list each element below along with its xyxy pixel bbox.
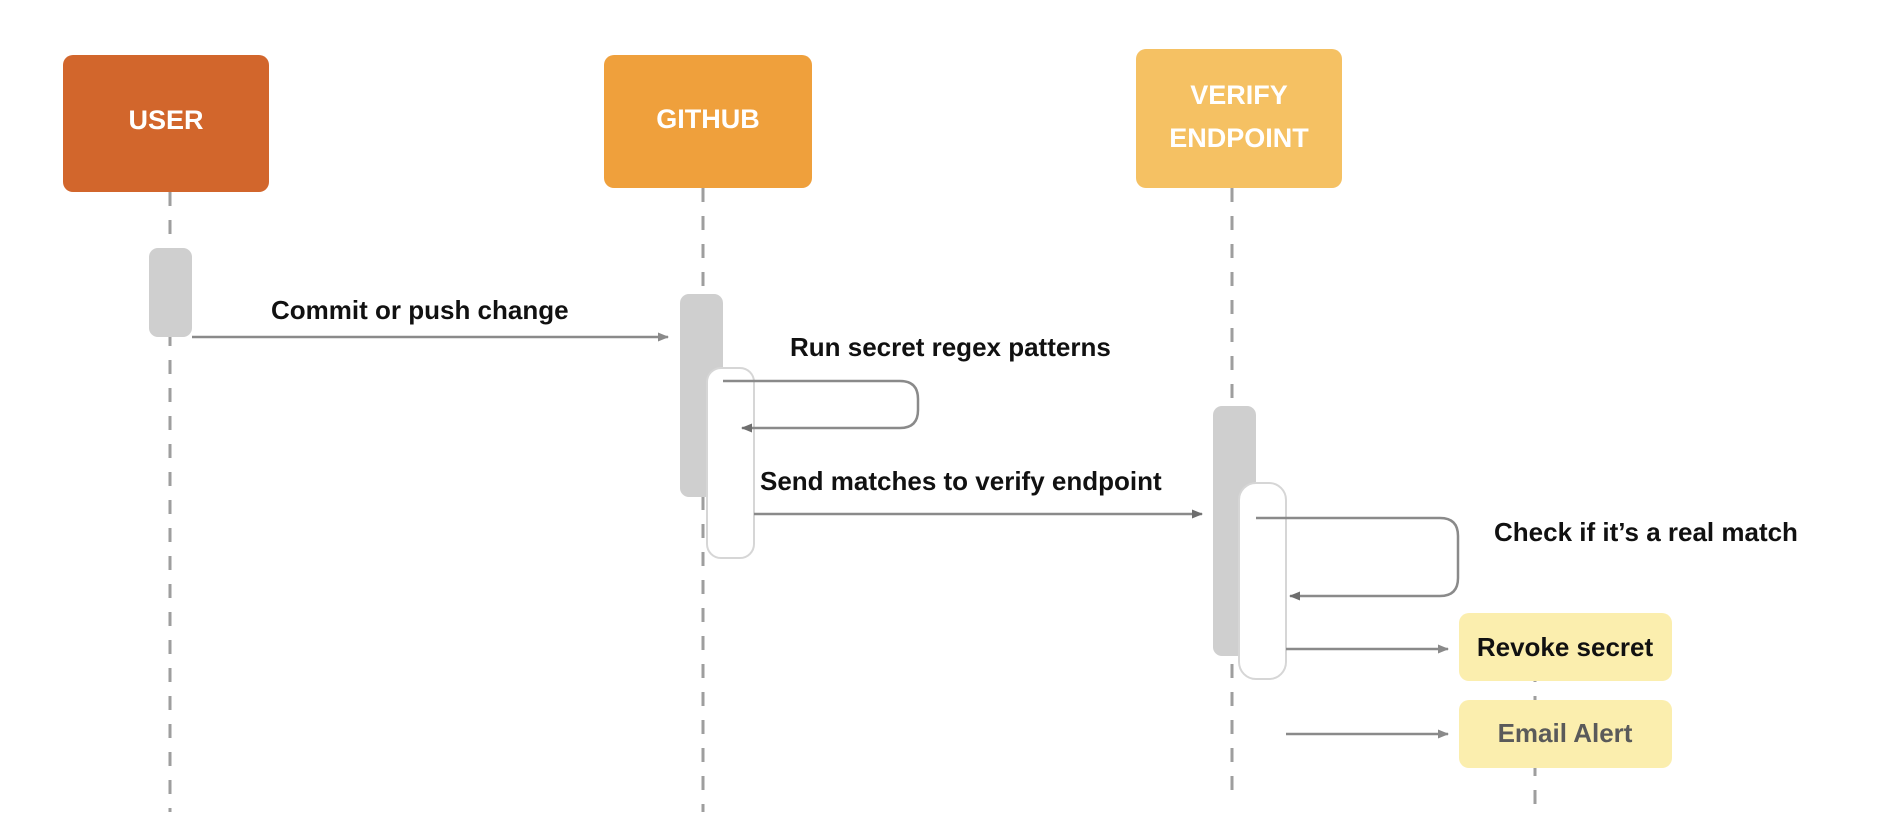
actor-github[interactable]: GITHUB <box>604 55 812 188</box>
message-label: Check if it’s a real match <box>1494 517 1798 547</box>
actor-user[interactable]: USER <box>63 55 269 192</box>
activation-verify-nested <box>1238 482 1287 680</box>
activation-github-nested <box>706 367 755 559</box>
message-run-secret-regex-patterns[interactable]: Run secret regex patterns <box>723 332 1111 433</box>
message-label: Send matches to verify endpoint <box>760 466 1162 496</box>
message-check-if-its-a-real-match[interactable]: Check if it’s a real match <box>1256 516 1798 601</box>
actor-verify-label-line2: ENDPOINT <box>1169 123 1309 153</box>
note-revoke-secret[interactable]: Revoke secret <box>1286 613 1672 681</box>
message-selfloop-path <box>1256 516 1460 601</box>
message-selfloop-path <box>723 379 920 433</box>
actor-verify-label-line1: VERIFY <box>1190 80 1288 110</box>
actor-github-box[interactable] <box>604 55 812 188</box>
note-revoke-secret-label: Revoke secret <box>1477 632 1654 662</box>
message-label: Run secret regex patterns <box>790 332 1111 362</box>
note-revoke-secret-box[interactable] <box>1459 613 1672 681</box>
note-email-alert-label: Email Alert <box>1498 718 1633 748</box>
message-commit-or-push-change[interactable]: Commit or push change <box>192 295 669 342</box>
actor-verify[interactable]: VERIFY ENDPOINT <box>1136 49 1342 188</box>
actor-verify-box[interactable] <box>1136 49 1342 188</box>
note-email-alert-box[interactable] <box>1459 700 1672 768</box>
note-email-alert[interactable]: Email Alert <box>1286 700 1672 768</box>
actor-user-box[interactable] <box>63 55 269 192</box>
activation-user <box>149 248 192 337</box>
actor-user-label: USER <box>128 105 203 135</box>
message-send-matches-to-verify-endpoint[interactable]: Send matches to verify endpoint <box>754 466 1203 519</box>
actor-github-label: GITHUB <box>656 104 760 134</box>
message-label: Commit or push change <box>271 295 569 325</box>
